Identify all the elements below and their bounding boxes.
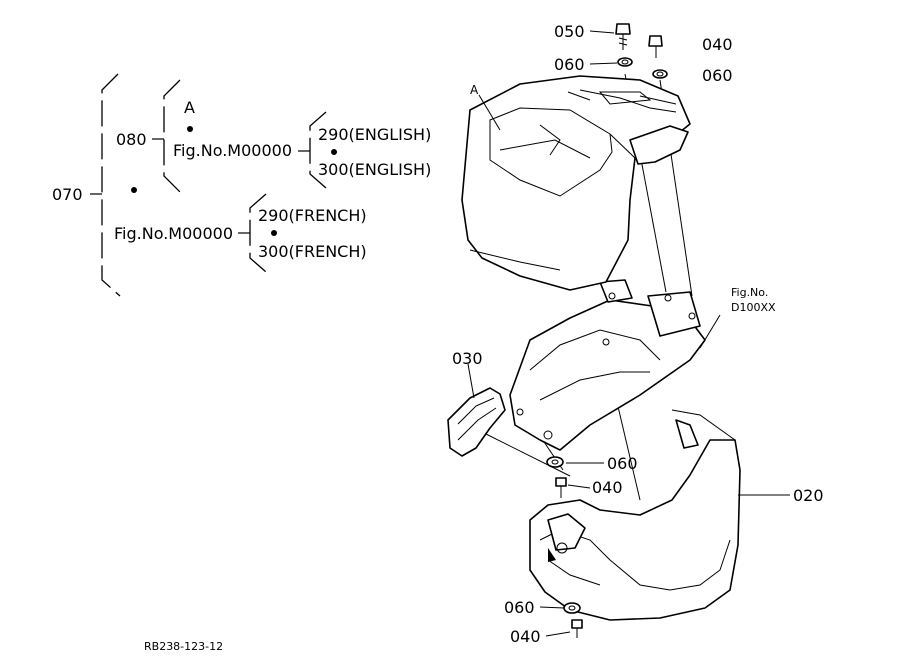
bolt-040-bottom — [571, 619, 583, 638]
assembly-tree: 070 080 A Fig.No.M00000 290(ENGLISH) 300… — [52, 73, 431, 297]
tree-label-080: 080 — [116, 130, 147, 149]
tree-label-english-290: 290(ENGLISH) — [318, 125, 431, 144]
callout-fig-ref-line1: Fig.No. — [731, 286, 768, 299]
grip-030 — [447, 387, 506, 457]
tree-fig-no-2: Fig.No.M00000 — [114, 224, 233, 243]
tree-fig-no-1: Fig.No.M00000 — [173, 141, 292, 160]
callout-060-mid: 060 — [607, 454, 638, 473]
tree-bracket-070 — [101, 73, 121, 297]
callout-060-bottom: 060 — [504, 598, 535, 617]
tree-label-french-300: 300(FRENCH) — [258, 242, 367, 261]
exploded-drawing: 050 060 040 060 A Fig.No. D100XX 030 060… — [447, 22, 824, 646]
upper-cover-a — [461, 75, 691, 291]
tree-bracket-080 — [163, 79, 181, 193]
callout-030: 030 — [452, 349, 483, 368]
tree-label-english-300: 300(ENGLISH) — [318, 160, 431, 179]
tree-bracket-french — [249, 193, 267, 273]
reference-code: RB238-123-12 — [144, 640, 223, 653]
lower-cover-020 — [529, 409, 741, 621]
mount-bracket — [509, 279, 706, 451]
tree-label-french-290: 290(FRENCH) — [258, 206, 367, 225]
callout-fig-ref-line2: D100XX — [731, 301, 776, 314]
callout-050: 050 — [554, 22, 585, 41]
callout-060-top-left: 060 — [554, 55, 585, 74]
screw-050 — [615, 23, 631, 50]
callout-a: A — [470, 83, 479, 97]
callout-040-mid: 040 — [592, 478, 623, 497]
tree-bracket-english — [309, 111, 327, 189]
callout-060-top-right: 060 — [702, 66, 733, 85]
bolt-040-mid — [555, 477, 567, 498]
tree-label-070: 070 — [52, 185, 83, 204]
callout-020: 020 — [793, 486, 824, 505]
washer-060-top-right — [652, 69, 668, 79]
washer-060-top-left — [617, 57, 633, 67]
tree-ref-a: A — [184, 98, 195, 117]
fasteners — [546, 23, 668, 638]
callout-040-bottom: 040 — [510, 627, 541, 646]
washer-060-bottom — [563, 602, 581, 614]
screw-040-top-right — [648, 35, 663, 58]
callout-040-top-right: 040 — [702, 35, 733, 54]
washer-060-mid — [546, 456, 564, 468]
callout-labels: 050 060 040 060 A Fig.No. D100XX 030 060… — [452, 22, 824, 646]
